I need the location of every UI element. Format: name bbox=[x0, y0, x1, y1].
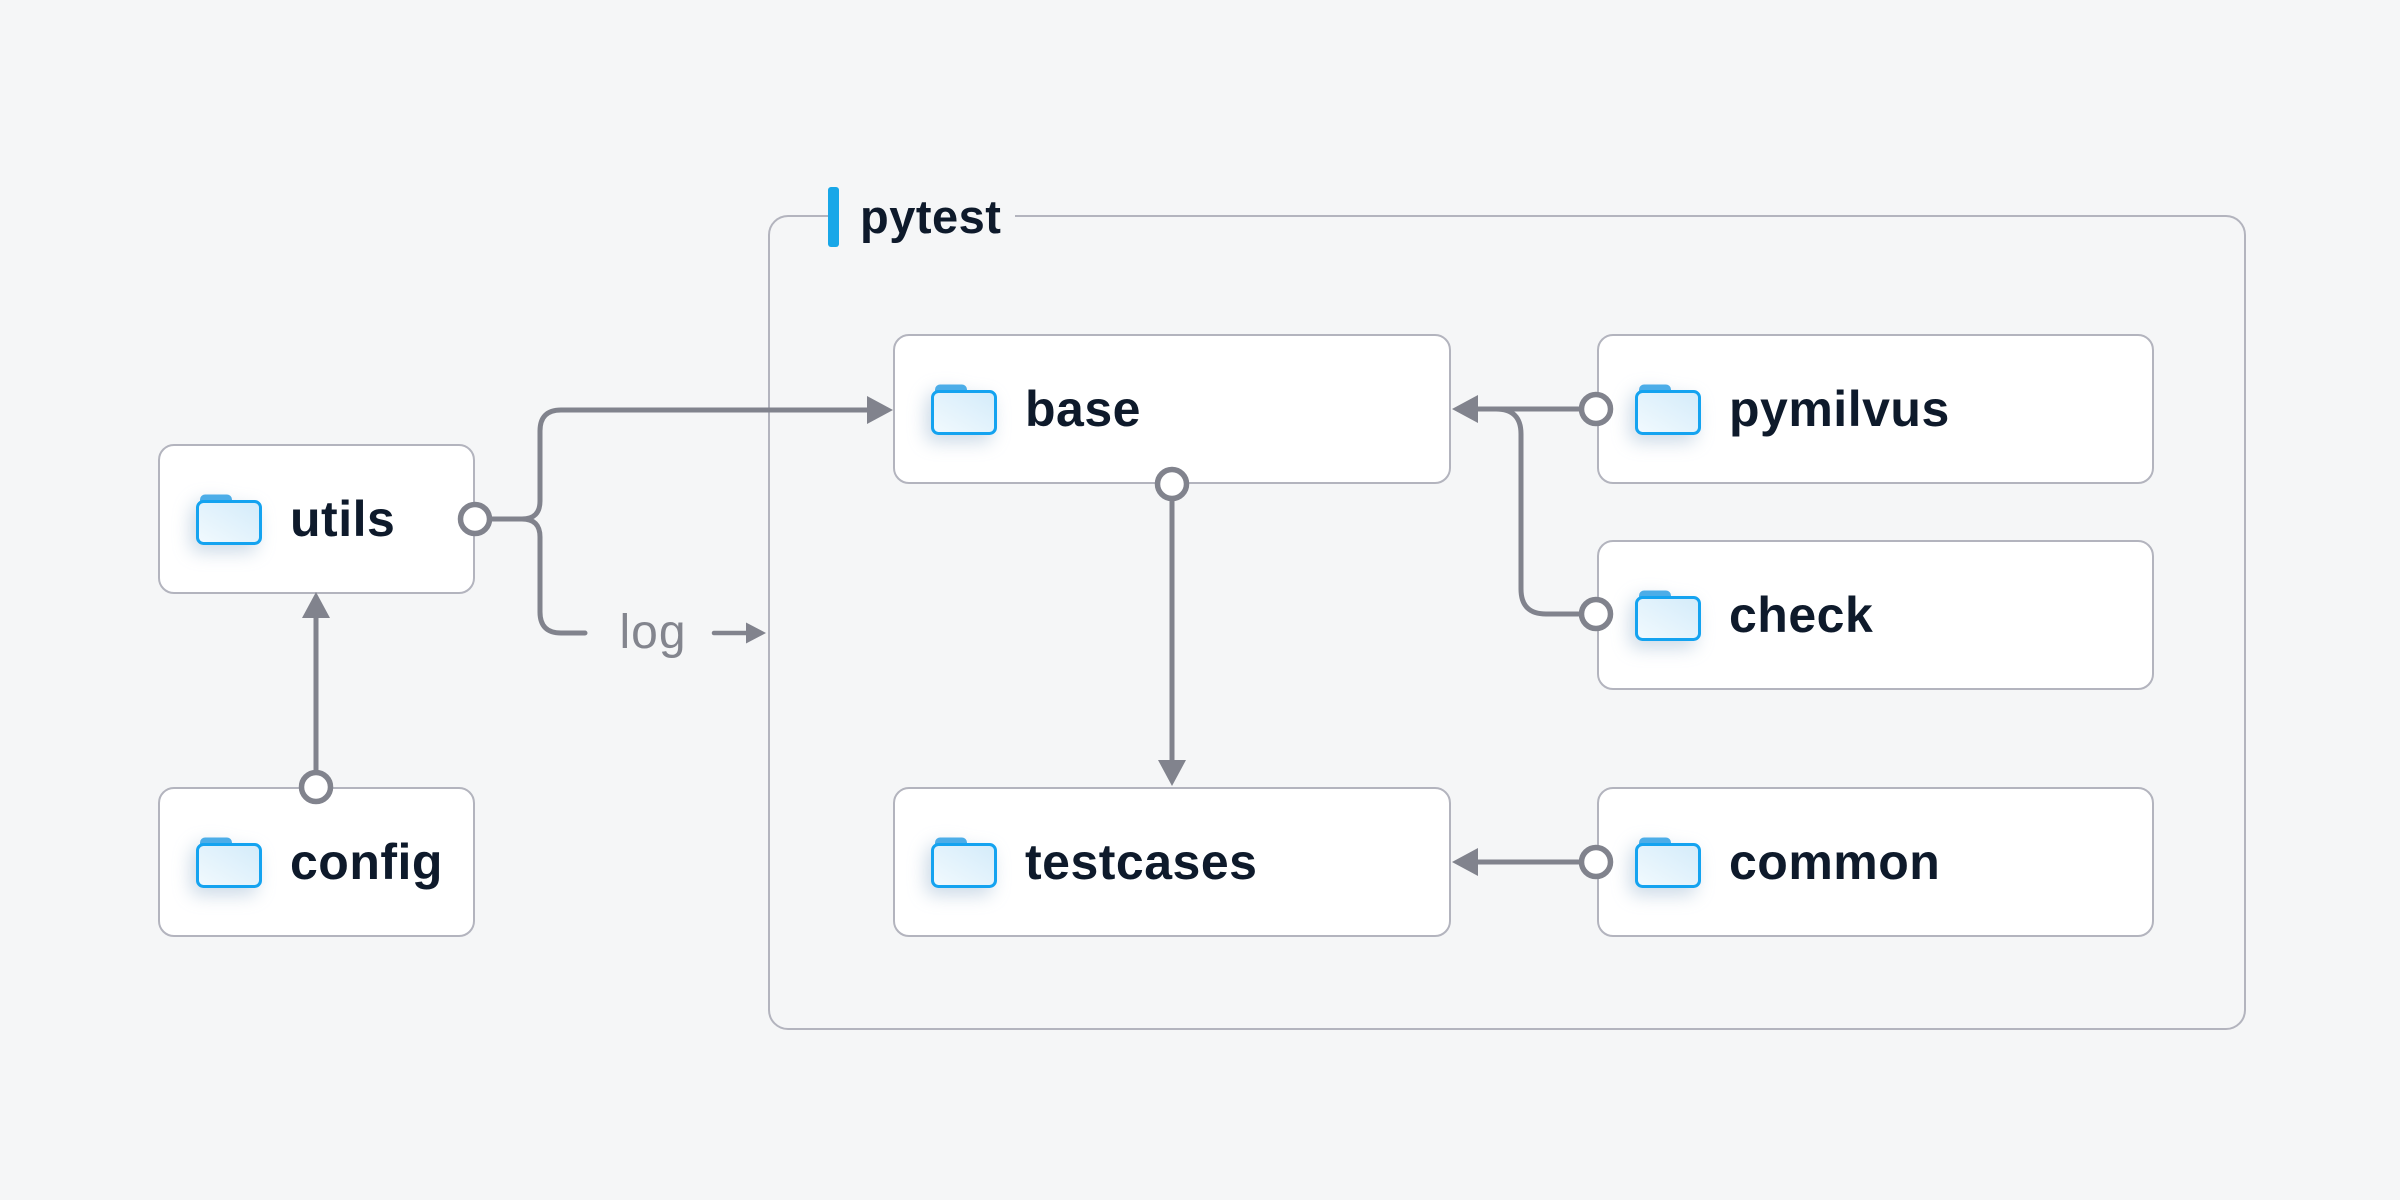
folder-icon bbox=[1635, 384, 1701, 435]
node-label: config bbox=[290, 834, 443, 890]
edge-utils-log bbox=[488, 516, 588, 636]
node-label: testcases bbox=[1025, 834, 1258, 890]
folder-icon bbox=[1635, 837, 1701, 888]
node-utils: utils bbox=[158, 444, 475, 594]
folder-icon bbox=[196, 494, 262, 545]
arrowhead-up-utils bbox=[302, 592, 330, 618]
node-label: pymilvus bbox=[1729, 381, 1950, 437]
edge-label-log: log bbox=[619, 606, 687, 659]
node-config: config bbox=[158, 787, 475, 937]
node-check: check bbox=[1597, 540, 2154, 690]
node-base: base bbox=[893, 334, 1451, 484]
folder-icon bbox=[931, 837, 997, 888]
node-label: utils bbox=[290, 491, 396, 547]
pytest-group: pytest bbox=[768, 186, 2246, 1030]
node-common: common bbox=[1597, 787, 2154, 937]
folder-icon bbox=[196, 837, 262, 888]
folder-icon bbox=[1635, 590, 1701, 641]
folder-icon bbox=[931, 384, 997, 435]
node-pymilvus: pymilvus bbox=[1597, 334, 2154, 484]
accent-bar-icon bbox=[828, 187, 839, 247]
pytest-group-title: pytest bbox=[860, 190, 1002, 243]
arrowhead-log bbox=[746, 622, 766, 644]
node-label: check bbox=[1729, 587, 1874, 643]
node-testcases: testcases bbox=[893, 787, 1451, 937]
node-label: base bbox=[1025, 381, 1141, 437]
node-label: common bbox=[1729, 834, 1941, 890]
pytest-group-label: pytest bbox=[828, 186, 1016, 248]
